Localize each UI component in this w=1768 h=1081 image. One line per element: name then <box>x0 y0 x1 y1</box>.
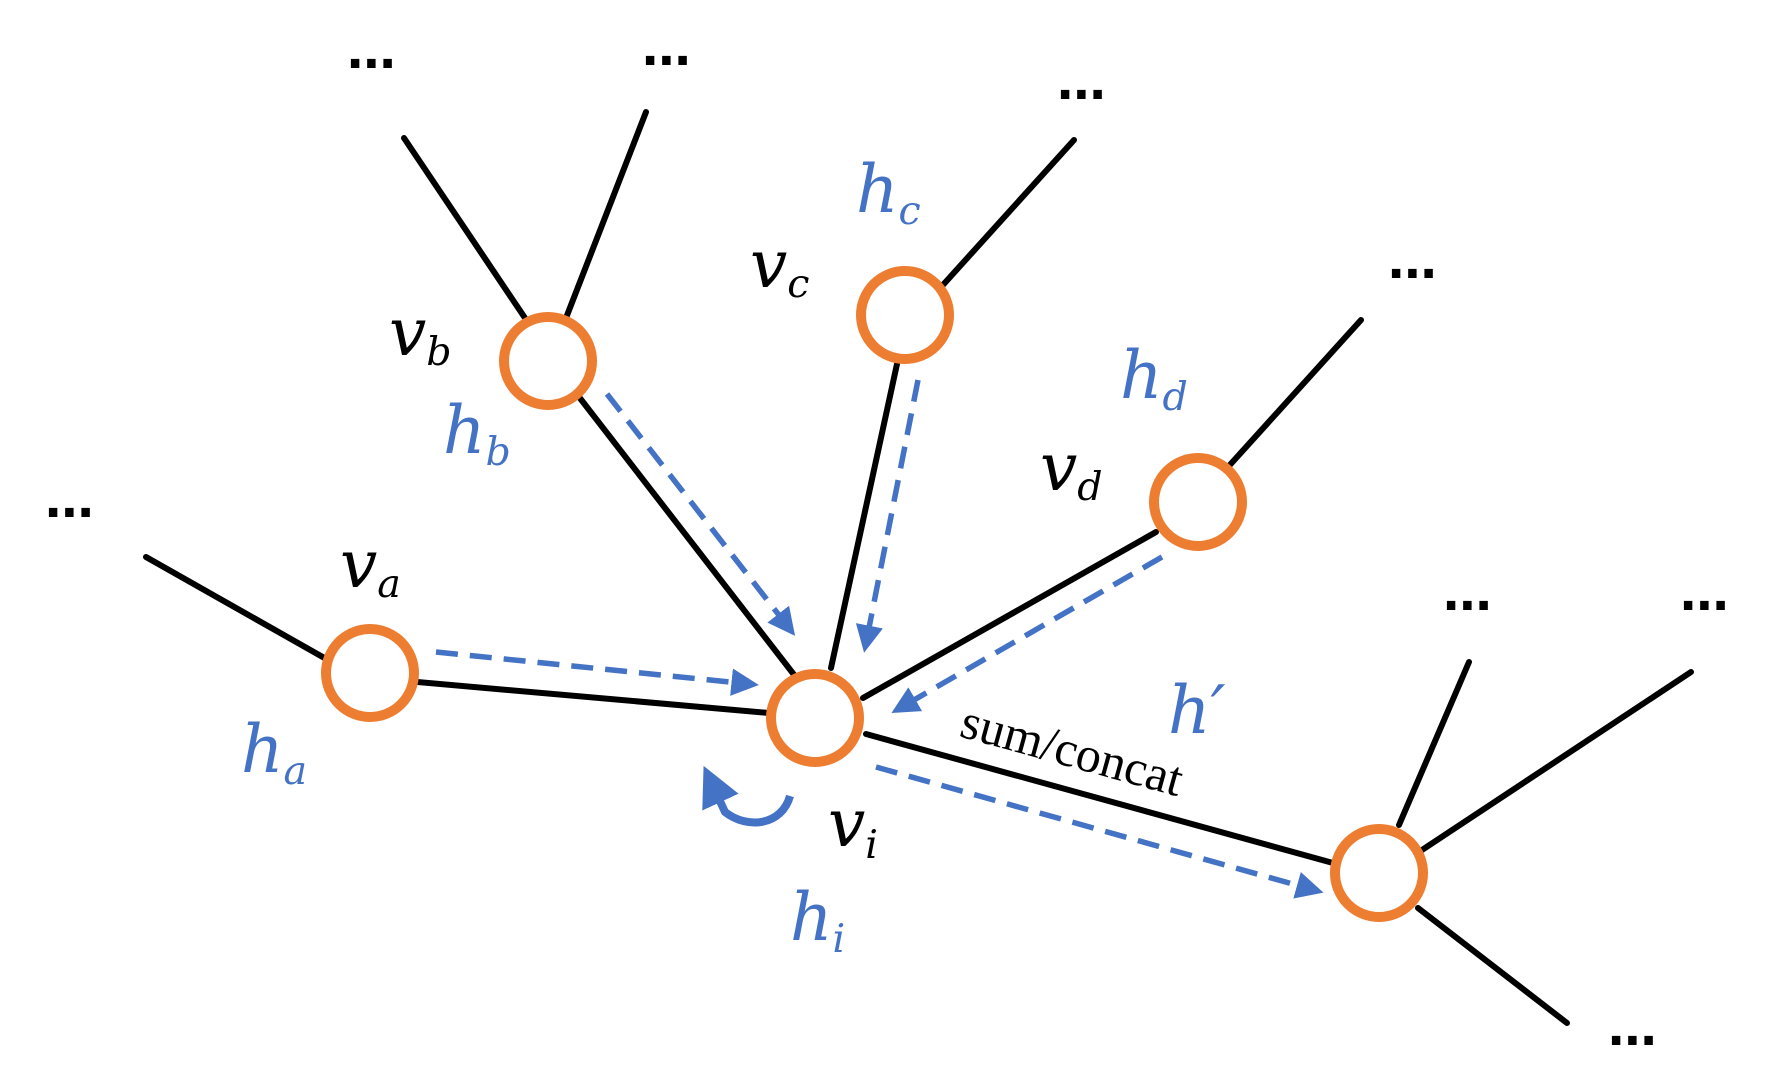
edge-e-outer-3 <box>1415 905 1570 1026</box>
node-e <box>1330 824 1428 922</box>
ellipsis-b-right: ··· <box>641 33 690 89</box>
label-v-b: vb <box>389 294 452 375</box>
label-h-prime: h′ <box>1168 672 1226 749</box>
graph-edges <box>143 109 1694 1026</box>
edge-b-outer-2 <box>563 109 649 321</box>
node-d <box>1149 453 1247 551</box>
node-b <box>499 312 597 410</box>
message-arrow-a <box>435 649 759 696</box>
ellipsis-d: ··· <box>1387 246 1436 302</box>
message-arrow-out <box>875 764 1324 899</box>
label-h-c: hc <box>856 151 921 234</box>
message-arrow-d <box>891 554 1164 713</box>
edge-e-outer-2 <box>1419 669 1694 853</box>
ellipsis-a: ··· <box>44 485 93 541</box>
edge-b-outer-1 <box>401 135 528 321</box>
label-v-a: va <box>340 526 401 607</box>
message-arrow-b <box>604 392 796 636</box>
edge-i-e <box>863 731 1336 866</box>
ellipsis-c: ··· <box>1056 67 1105 123</box>
label-v-d: vd <box>1040 429 1103 510</box>
graph-nodes <box>321 266 1428 922</box>
label-h-i: hi <box>790 879 845 962</box>
edge-a-i <box>369 675 772 716</box>
label-h-d: hd <box>1120 337 1188 420</box>
edge-b-i <box>573 390 798 679</box>
edge-c-i <box>828 361 900 671</box>
hidden-state-labels: ha hb hc hd hi h′ <box>241 151 1226 962</box>
ellipsis-e-1: ··· <box>1442 578 1491 634</box>
message-arrow-c <box>855 379 921 653</box>
ellipsis-markers: ··· ··· ··· ··· ··· ··· ··· ··· <box>44 33 1730 1069</box>
ellipsis-e-3: ··· <box>1607 1013 1656 1069</box>
node-labels: va vb vc vd vi <box>340 226 1103 868</box>
self-loop-arrow <box>702 765 794 827</box>
node-a <box>321 624 419 722</box>
label-v-i: vi <box>828 785 878 868</box>
edge-d-i <box>860 529 1159 701</box>
label-h-b: hb <box>443 392 511 475</box>
ellipsis-e-2: ··· <box>1679 578 1728 634</box>
node-i <box>766 669 864 767</box>
edge-d-outer <box>1225 317 1364 470</box>
node-c <box>856 266 954 364</box>
label-h-a: ha <box>241 711 307 794</box>
edge-e-outer-1 <box>1396 659 1472 828</box>
label-v-c: vc <box>750 226 809 307</box>
edge-c-outer <box>939 137 1077 289</box>
ellipsis-b-left: ··· <box>346 36 395 92</box>
message-arrows <box>435 379 1324 899</box>
edge-a-outer <box>143 554 331 663</box>
